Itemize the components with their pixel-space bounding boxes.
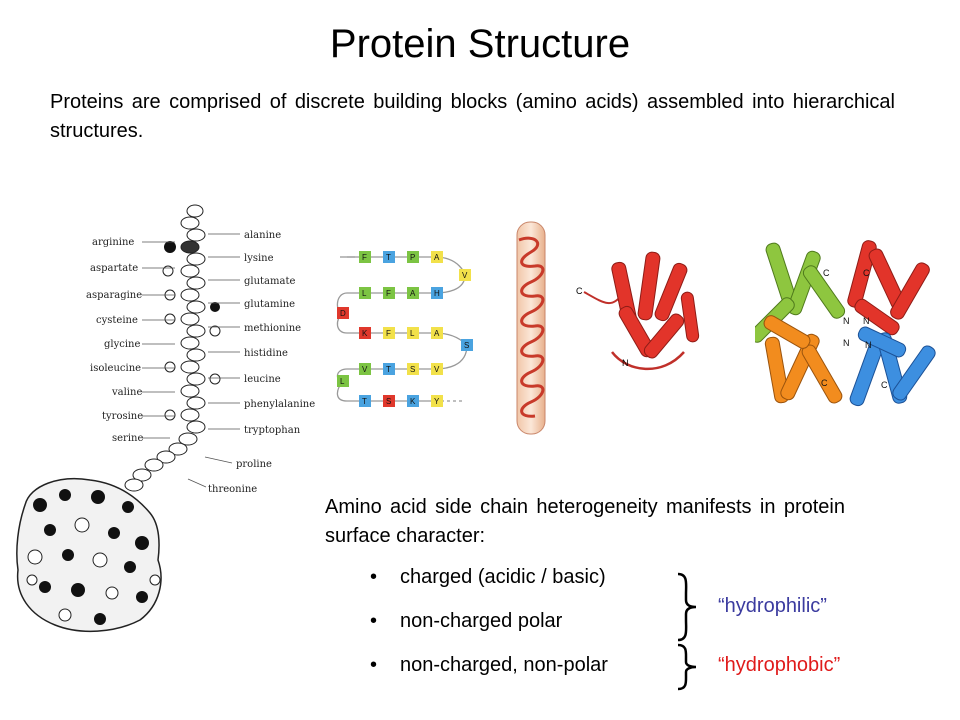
- label-proline: proline: [236, 459, 272, 470]
- sequence-connectors: [336, 256, 468, 402]
- residue: L: [410, 329, 415, 338]
- hydrophobic-label: “hydrophobic”: [718, 654, 841, 676]
- label-alanine: alanine: [244, 230, 281, 241]
- residue: S: [464, 341, 469, 350]
- bullet-text: charged (acidic / basic): [400, 566, 606, 588]
- label-phenylalanine: phenylalanine: [244, 399, 315, 410]
- label-glycine: glycine: [104, 339, 140, 350]
- residue: F: [386, 329, 391, 338]
- sequence-row-1: F T P A: [359, 251, 443, 263]
- label-serine: serine: [112, 433, 143, 444]
- residue: S: [386, 397, 391, 406]
- label-methionine: methionine: [244, 323, 301, 334]
- n-terminus-label: N: [622, 358, 629, 368]
- sequence-row-3: K F L A: [359, 327, 443, 339]
- label-glutamate: glutamate: [244, 276, 295, 287]
- residue: S: [410, 365, 415, 374]
- n-terminus-label: N: [843, 338, 850, 348]
- label-histidine: histidine: [244, 348, 288, 359]
- residue: T: [362, 397, 367, 406]
- hydrophobic-brace: [677, 643, 697, 691]
- right-labels: alanine lysine glutamate glutamine methi…: [187, 230, 315, 495]
- label-isoleucine: isoleucine: [90, 363, 141, 374]
- residue: A: [434, 329, 440, 338]
- label-aspartate: aspartate: [90, 263, 138, 274]
- residue: K: [362, 329, 368, 338]
- label-valine: valine: [111, 387, 142, 398]
- sequence-row-4: V T S V: [359, 363, 443, 375]
- quaternary-structure-figure: C C N N N N C C: [755, 240, 936, 407]
- residue: K: [410, 397, 416, 406]
- residue: A: [410, 289, 416, 298]
- n-terminus-label: N: [863, 316, 870, 326]
- residue: L: [362, 289, 367, 298]
- left-labels: arginine aspartate asparagine cysteine g…: [86, 237, 175, 444]
- intro-text: Proteins are comprised of discrete build…: [50, 91, 895, 142]
- residue: F: [386, 289, 391, 298]
- hydrophilic-label: “hydrophilic”: [718, 595, 827, 617]
- sequence-row-5: T S K Y: [359, 395, 443, 407]
- label-cysteine: cysteine: [96, 315, 138, 326]
- n-terminus-label: N: [865, 340, 872, 350]
- n-terminus-label: N: [843, 316, 850, 326]
- alpha-helix-figure: [516, 221, 546, 435]
- label-leucine: leucine: [244, 374, 281, 385]
- residue: V: [434, 365, 440, 374]
- hydrophilic-brace: [677, 572, 697, 642]
- tertiary-structure-figure: C N: [576, 251, 700, 371]
- bullet-text: non-charged, non-polar: [400, 654, 608, 676]
- c-terminus-label: C: [823, 268, 830, 278]
- sequence-row-2: L F A H: [359, 287, 443, 299]
- bullet-glyph: •: [370, 654, 378, 676]
- residue: F: [362, 253, 367, 262]
- bullet-glyph: •: [370, 566, 378, 588]
- amino-acid-chain-figure: arginine aspartate asparagine cysteine g…: [16, 204, 315, 633]
- c-terminus-label: C: [821, 378, 828, 388]
- list-item: • non-charged polar: [370, 610, 562, 633]
- c-terminus-label: C: [576, 286, 583, 296]
- folded-protein-blob: [16, 478, 162, 633]
- label-threonine: threonine: [208, 484, 257, 495]
- bullet-text: non-charged polar: [400, 610, 563, 632]
- list-item: • non-charged, non-polar: [370, 654, 608, 677]
- list-item: • charged (acidic / basic): [370, 566, 606, 589]
- residue: Y: [434, 397, 440, 406]
- bullet-glyph: •: [370, 610, 378, 632]
- label-glutamine: glutamine: [244, 299, 295, 310]
- primary-sequence-figure: F T P A V L F A H D K F L A S V T S V L …: [336, 251, 473, 407]
- subunit-red: [847, 240, 930, 336]
- label-lysine: lysine: [244, 253, 274, 264]
- residue: D: [340, 309, 346, 318]
- residue: T: [386, 253, 391, 262]
- subunit-orange: [763, 315, 843, 404]
- surface-intro-text: Amino acid side chain heterogeneity mani…: [325, 496, 845, 547]
- c-terminus-label: C: [881, 380, 888, 390]
- residue: T: [386, 365, 391, 374]
- label-arginine: arginine: [92, 237, 134, 248]
- chain-beads: [124, 204, 221, 492]
- page-title: Protein Structure: [329, 22, 631, 66]
- label-tryptophan: tryptophan: [244, 425, 301, 436]
- residue: A: [434, 253, 440, 262]
- residue: V: [362, 365, 368, 374]
- residue: H: [434, 289, 440, 298]
- residue: V: [462, 271, 468, 280]
- residue: P: [410, 253, 415, 262]
- residue: L: [340, 377, 345, 386]
- label-asparagine: asparagine: [86, 290, 142, 301]
- c-terminus-label: C: [863, 268, 870, 278]
- label-tyrosine: tyrosine: [102, 411, 143, 422]
- subunit-blue: [849, 326, 936, 407]
